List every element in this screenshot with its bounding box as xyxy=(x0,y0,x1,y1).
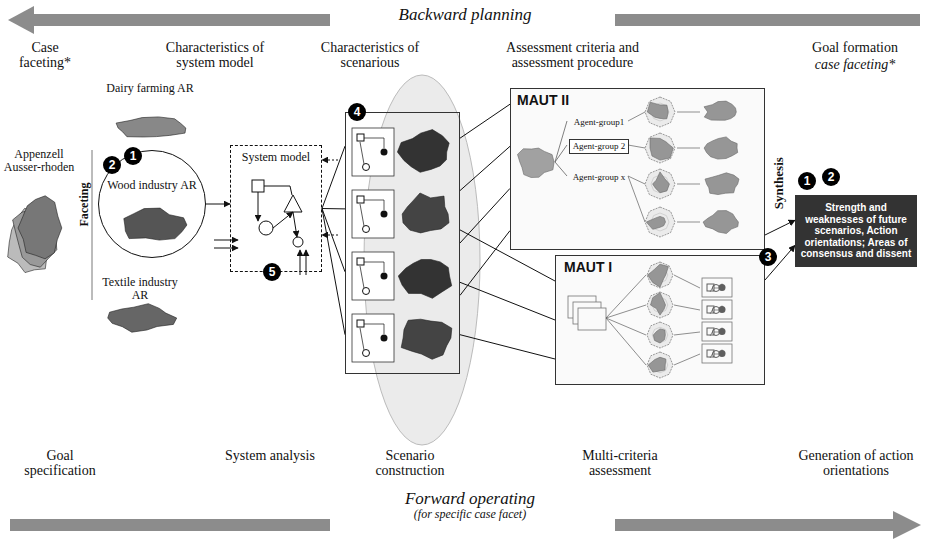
mini-circle xyxy=(363,226,370,233)
scenario-panel: 4 xyxy=(345,112,460,374)
mini-square xyxy=(357,196,364,203)
mini-wire xyxy=(360,204,364,226)
label-text: Goal formation xyxy=(790,40,920,55)
agent-group: Agent-group1 xyxy=(569,116,629,130)
arrow-head xyxy=(8,6,34,34)
input-arrow xyxy=(214,248,238,249)
label-text: (for specific case facet) xyxy=(370,508,570,521)
sys-wire xyxy=(258,192,259,221)
label-text: Textile industry AR xyxy=(95,276,185,302)
maut-box: MAUT IIAgent-group1Agent-group 2 Agent-gr… xyxy=(510,88,765,250)
mini-circle xyxy=(363,164,370,171)
map-shape xyxy=(116,117,186,137)
connector xyxy=(206,204,230,205)
map-shape xyxy=(124,208,187,240)
mini-wire xyxy=(364,262,384,272)
mini-wire xyxy=(364,138,384,148)
result-box: Strength and weaknesses of future scenar… xyxy=(795,195,917,267)
map-shape xyxy=(108,304,177,333)
mini-square xyxy=(357,134,364,141)
map-shape xyxy=(18,196,62,259)
mini-square xyxy=(357,258,364,265)
input-arrow xyxy=(214,240,238,241)
map-shape xyxy=(398,260,451,299)
map-shape xyxy=(402,193,449,233)
agent-group: Agent-group 2 xyxy=(569,139,629,154)
sys-triangle xyxy=(284,195,302,212)
mini-dot xyxy=(381,149,388,156)
map-shape xyxy=(397,130,449,173)
label-text: Synthesis xyxy=(772,142,786,224)
mini-dot xyxy=(381,211,388,218)
arrow-head xyxy=(893,511,921,539)
callout-number: 1 xyxy=(798,172,816,190)
label-text: System analysis xyxy=(215,448,325,463)
node-text: Agent-group 2 xyxy=(570,140,628,152)
node-text: MAUT II xyxy=(517,92,569,108)
sys-wire xyxy=(293,212,297,237)
label-text: Appenzell Ausser-rhoden xyxy=(2,148,76,174)
feedback-arrow xyxy=(322,235,338,236)
mini-dot xyxy=(381,335,388,342)
connector xyxy=(460,104,510,295)
node-text: Agent-group x xyxy=(569,171,629,183)
mini-system xyxy=(352,314,394,362)
map-shape xyxy=(401,319,452,359)
node-text: Wood industry AR xyxy=(99,179,205,192)
callout-number: 1 xyxy=(124,147,142,165)
callout-number: 2 xyxy=(822,168,840,186)
callout-number: 4 xyxy=(348,103,366,121)
label-text: Backward planning xyxy=(365,6,565,25)
mini-circle xyxy=(363,350,370,357)
mini-dot xyxy=(381,273,388,280)
arrow-bar xyxy=(10,519,330,531)
arrow-bar xyxy=(30,14,330,26)
mini-wire xyxy=(360,142,364,164)
label-text: Characteristics of system model xyxy=(160,40,270,71)
mini-wire xyxy=(364,324,384,334)
mini-system xyxy=(352,252,394,300)
node-text: MAUT I xyxy=(564,259,612,275)
label-text: Faceting xyxy=(78,170,91,240)
arrow-bar xyxy=(615,14,920,26)
mini-wire xyxy=(360,328,364,350)
node-text: System model xyxy=(231,150,321,165)
system-model-box: System model5 xyxy=(230,145,322,272)
label-text: case faceting* xyxy=(790,57,920,72)
label-text: Scenario construction xyxy=(355,448,465,479)
sys-circle xyxy=(293,237,303,247)
faceting-bracket xyxy=(92,150,93,300)
mini-circle xyxy=(363,288,370,295)
arrow-bar xyxy=(615,519,893,531)
callout-number: 2 xyxy=(103,156,121,174)
sys-square xyxy=(252,180,264,192)
label-text: Characteristics of scenarious xyxy=(315,40,425,71)
label-text: Dairy farming AR xyxy=(105,82,195,95)
agent-group: Agent-group x xyxy=(569,171,629,185)
label-text: Assessment criteria and assessment proce… xyxy=(485,40,660,71)
sys-circle xyxy=(259,221,273,235)
maut-box: MAUT I3 xyxy=(555,255,765,385)
node-text: Agent-group1 xyxy=(569,116,629,128)
mini-system xyxy=(352,128,394,176)
sys-wire xyxy=(273,212,293,228)
label-text: Forward operating xyxy=(370,490,570,509)
mini-square xyxy=(357,320,364,327)
label-text: Generation of action orientations xyxy=(788,448,924,479)
connector xyxy=(322,146,345,335)
mini-wire xyxy=(364,200,384,210)
mini-system xyxy=(352,190,394,238)
sys-wire xyxy=(264,186,292,195)
mini-wire xyxy=(360,266,364,288)
label-text: Goal specification xyxy=(10,448,110,479)
callout-number: 5 xyxy=(263,263,281,281)
feedback-arrow xyxy=(322,160,338,161)
label-text: Case faceting* xyxy=(5,40,85,71)
label-text: Multi-criteria assessment xyxy=(550,448,690,479)
callout-number: 3 xyxy=(759,248,777,266)
node-text: Strength and weaknesses of future scenar… xyxy=(799,202,913,260)
